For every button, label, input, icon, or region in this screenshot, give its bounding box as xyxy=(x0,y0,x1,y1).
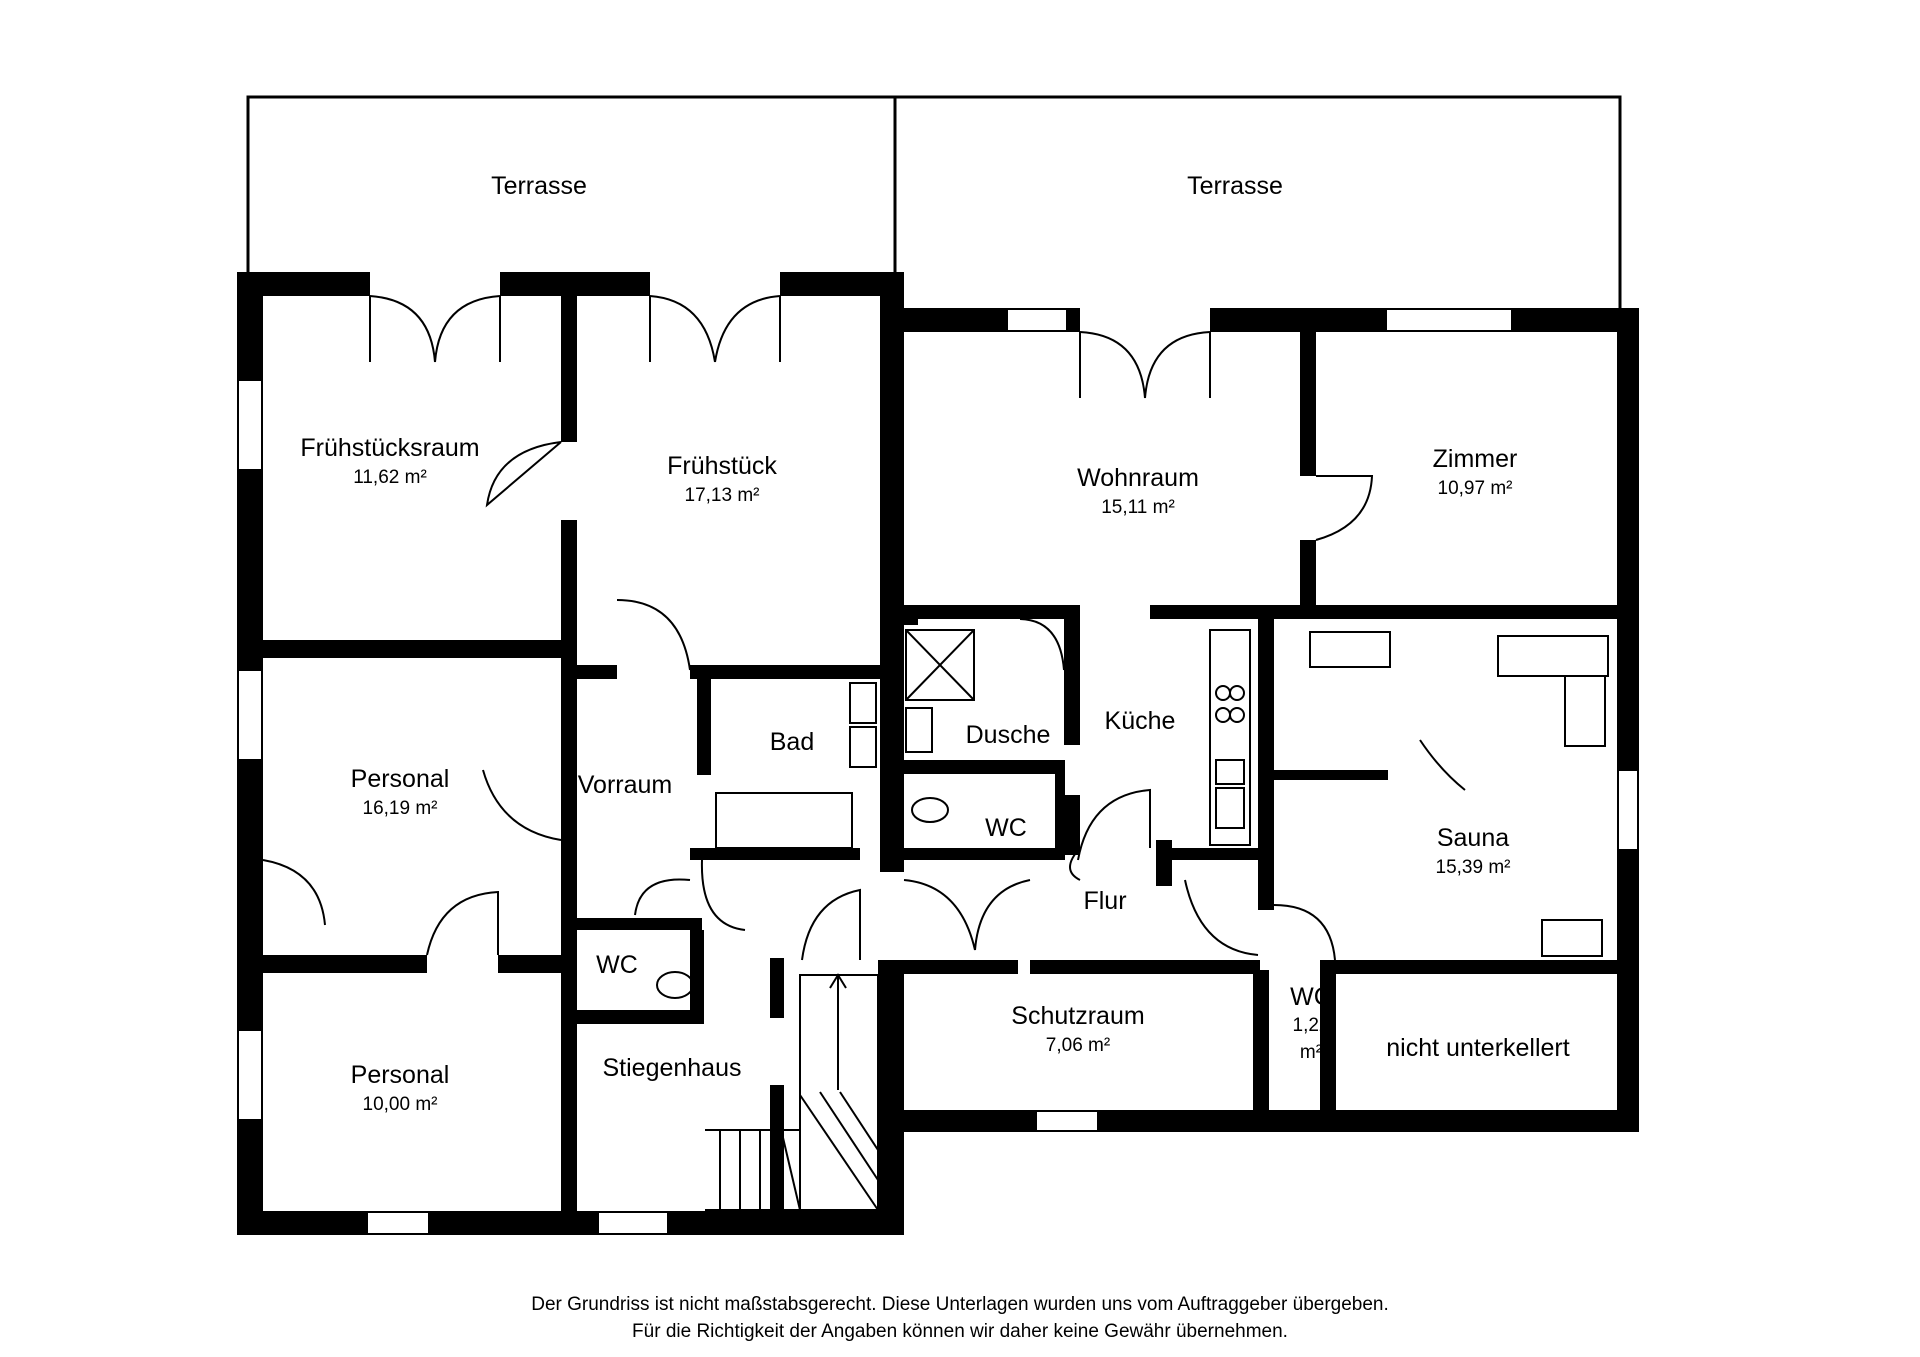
room-name-zimmer: Zimmer xyxy=(1433,445,1518,473)
room-name-nicht-unterkellert: nicht unterkellert xyxy=(1386,1034,1569,1062)
room-name-fruehstueck: Frühstück xyxy=(667,452,777,480)
fixtures xyxy=(656,629,1609,1211)
room-name-personal-2: Personal xyxy=(351,1061,450,1089)
room-name-wc-dusche: WC xyxy=(985,814,1027,842)
room-area-wc-flur-value: 1,22 xyxy=(1293,1015,1330,1036)
room-name-schutzraum: Schutzraum xyxy=(1011,1002,1144,1030)
room-area-fruehstuecksraum: 11,62 m² xyxy=(353,467,427,488)
room-name-dusche: Dusche xyxy=(966,721,1051,749)
terrace-outlines xyxy=(246,95,1622,308)
door-swings xyxy=(262,295,1466,961)
room-name-personal-1: Personal xyxy=(351,765,450,793)
room-name-fruehstuecksraum: Frühstücksraum xyxy=(300,434,479,462)
room-labels: Terrasse Terrasse Frühstücksraum 11,62 m… xyxy=(300,172,1569,1115)
room-area-personal-2: 10,00 m² xyxy=(363,1094,438,1115)
room-area-personal-1: 16,19 m² xyxy=(363,798,438,819)
room-name-sauna: Sauna xyxy=(1437,824,1509,852)
room-name-wc-flur: WC xyxy=(1290,983,1332,1011)
room-name-wohnraum: Wohnraum xyxy=(1077,464,1199,492)
windows xyxy=(237,308,1639,1235)
room-area-wc-flur-unit: m² xyxy=(1300,1042,1322,1063)
room-name-bad: Bad xyxy=(770,728,814,756)
room-area-schutzraum: 7,06 m² xyxy=(1046,1035,1110,1056)
room-area-wohnraum: 15,11 m² xyxy=(1101,497,1175,518)
room-name-vorraum: Vorraum xyxy=(578,771,672,799)
room-name-stiegenhaus: Stiegenhaus xyxy=(602,1054,741,1082)
room-name-terrasse-rechts: Terrasse xyxy=(1187,172,1283,200)
disclaimer-line-2: Für die Richtigkeit der Angaben können w… xyxy=(632,1321,1288,1342)
room-name-flur: Flur xyxy=(1083,887,1126,915)
room-name-terrasse-links: Terrasse xyxy=(491,172,587,200)
room-name-kueche: Küche xyxy=(1105,707,1176,735)
room-area-fruehstueck: 17,13 m² xyxy=(685,485,760,506)
disclaimer-line-1: Der Grundriss ist nicht maßstabsgerecht.… xyxy=(531,1294,1389,1315)
room-area-zimmer: 10,97 m² xyxy=(1438,478,1513,499)
room-area-sauna: 15,39 m² xyxy=(1436,857,1511,878)
room-name-wc-vorraum: WC xyxy=(596,951,638,979)
